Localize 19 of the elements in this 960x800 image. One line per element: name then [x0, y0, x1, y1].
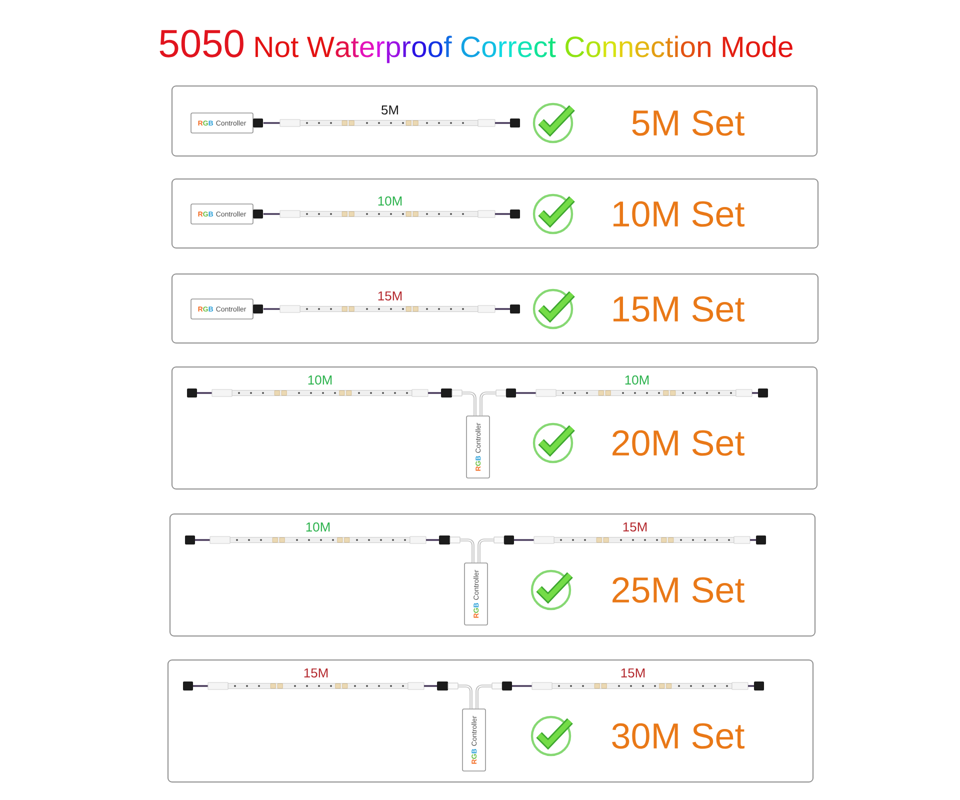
- length-label: 10M: [625, 375, 649, 385]
- cable: [480, 392, 496, 416]
- cable: [263, 122, 280, 124]
- length-label: 15M: [621, 668, 645, 678]
- length-label: 5M: [382, 105, 398, 115]
- cable: [458, 684, 472, 709]
- cable: [263, 308, 280, 310]
- length-label: 10M: [308, 375, 332, 385]
- cable: [476, 684, 492, 709]
- cable: [478, 538, 494, 563]
- length-label: 15M: [623, 522, 647, 532]
- length-label: 10M: [378, 196, 402, 206]
- cable: [263, 213, 280, 215]
- title: 5050 Not Waterproof Correct Connection Mode: [160, 30, 792, 64]
- length-label: 15M: [378, 291, 402, 301]
- length-label: 15M: [304, 668, 328, 678]
- length-label: 10M: [306, 522, 330, 532]
- cable: [462, 392, 476, 416]
- cable: [460, 538, 474, 563]
